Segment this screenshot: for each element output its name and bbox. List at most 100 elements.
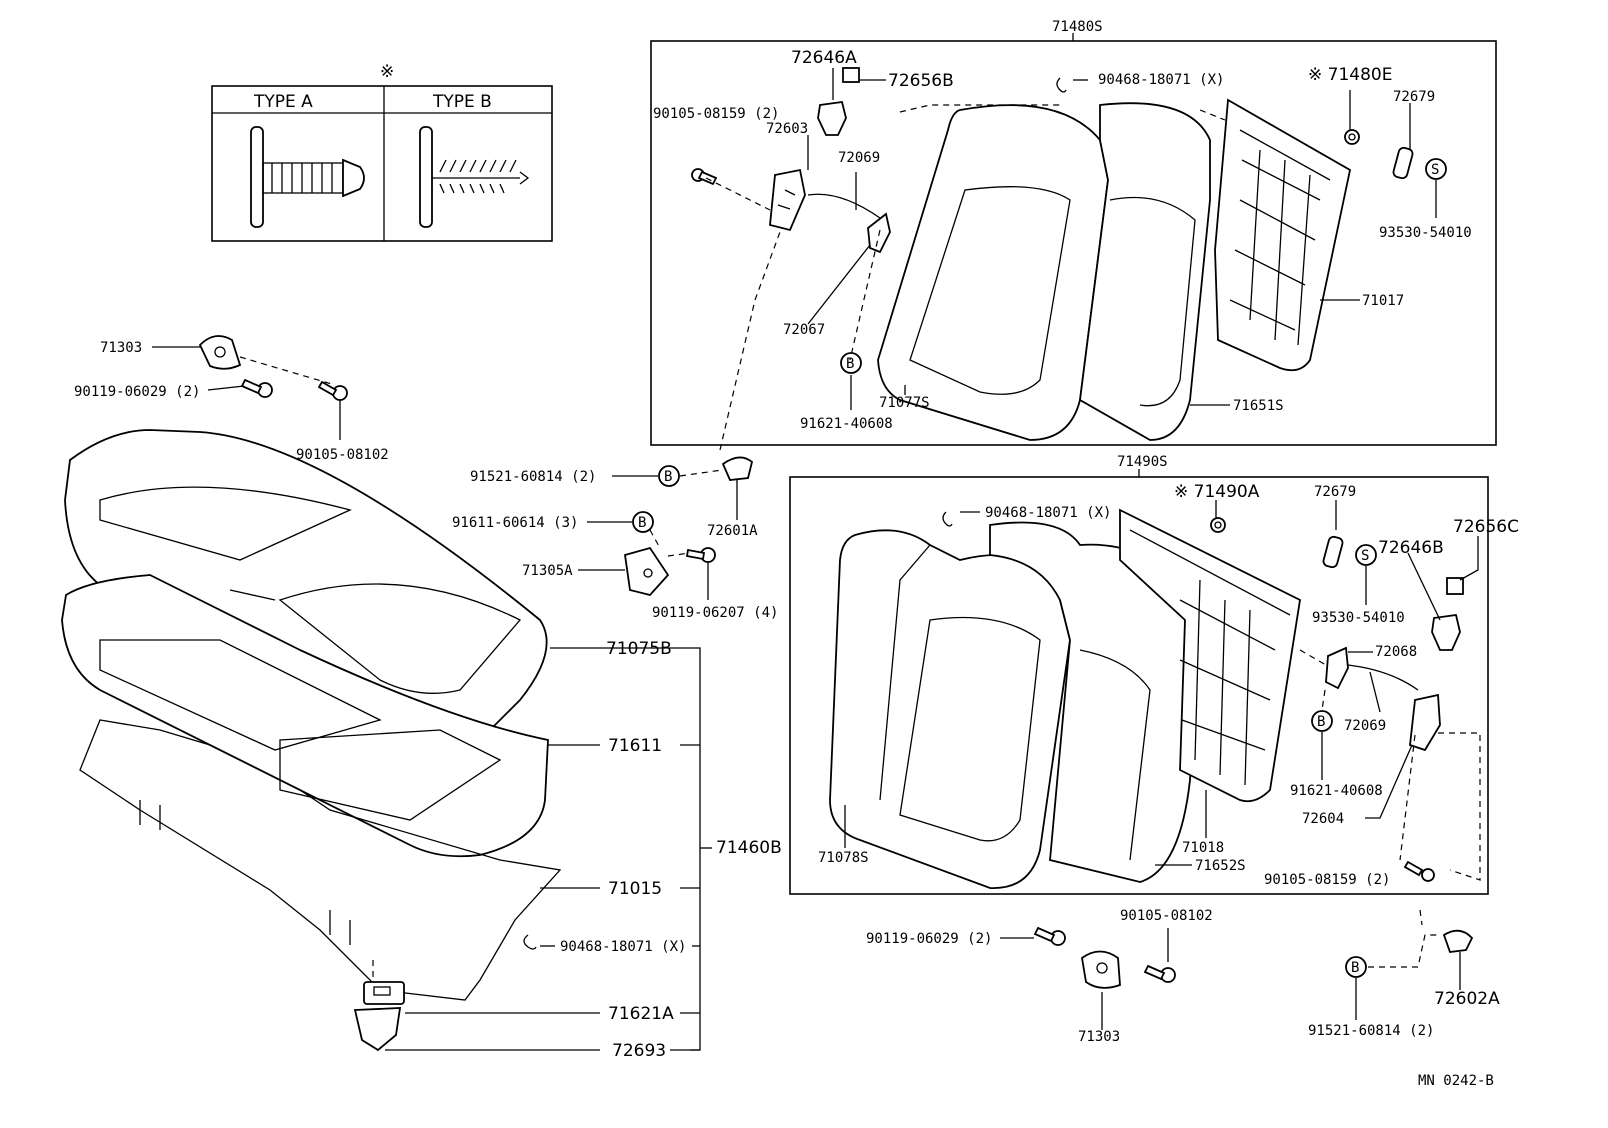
bolt-90119-06207 — [685, 547, 716, 563]
release-knob-72646B — [1431, 613, 1461, 651]
seat-pan-71015 — [79, 719, 562, 1001]
callout-72679-upper: 72679 — [1393, 89, 1435, 105]
seatback-cover-71078S — [829, 529, 1071, 889]
callout-90105-08159-lower: 90105-08159 (2) — [1264, 872, 1390, 888]
bracket-72601A — [721, 456, 754, 481]
seat-cushion-group: 71303 90119-06029 (2) 90105-08102 — [61, 231, 782, 1061]
bracket-71305A — [623, 546, 670, 597]
seatback-frame-71017 — [1214, 98, 1352, 372]
hinge-71303-left — [198, 335, 242, 370]
seatback-pad-71651S — [1079, 102, 1211, 441]
bolt-90105-08102-left — [317, 380, 348, 401]
callout-71303-left: 71303 — [100, 340, 142, 356]
callout-91621-lower: 91621-40608 — [1290, 783, 1383, 799]
clip-type-b-icon — [419, 126, 530, 228]
callout-91621-upper: 91621-40608 — [800, 416, 893, 432]
callout-93530-upper: 93530-54010 — [1379, 225, 1472, 241]
callout-71651S: 71651S — [1233, 398, 1284, 414]
callout-90119-06029-left: 90119-06029 (2) — [74, 384, 200, 400]
callout-72679-lower: 72679 — [1314, 484, 1356, 500]
clip-type-legend: ※ TYPE A TYPE B — [211, 62, 553, 242]
callout-71480E: ※ 71480E — [1308, 65, 1392, 85]
hog-ring-left — [523, 934, 537, 950]
callout-71018: 71018 — [1182, 840, 1224, 856]
callout-71621A: 71621A — [608, 1004, 674, 1024]
hog-ring-upper — [1056, 77, 1067, 93]
seatback-cover-71077S — [877, 104, 1109, 441]
escutcheon-72679-lower — [1322, 535, 1344, 569]
cable-72069-lower — [1347, 664, 1419, 691]
callout-71652S: 71652S — [1195, 858, 1246, 874]
group-label-71490S: 71490S — [1117, 454, 1168, 470]
seatback-pad-71652S — [989, 521, 1201, 883]
seatback-left-group: 71490S S B — [789, 454, 1519, 895]
callout-72068: 72068 — [1375, 644, 1417, 660]
svg-text:B: B — [664, 469, 672, 485]
callout-72656C: 72656C — [1453, 517, 1519, 537]
callout-72656B: 72656B — [888, 71, 954, 91]
hinge-71303-right — [1081, 950, 1121, 989]
svg-text:B: B — [846, 356, 854, 372]
clip-71480E — [1344, 129, 1360, 145]
b-symbol-cushion-1 — [658, 465, 680, 487]
latch-71621A — [363, 981, 405, 1005]
legend-mark: ※ — [380, 62, 394, 82]
callout-71611: 71611 — [608, 736, 662, 756]
clip-type-a-icon — [250, 126, 365, 228]
callout-90105-08102-left: 90105-08102 — [296, 447, 389, 463]
hinge-72603 — [769, 168, 806, 232]
svg-text:S: S — [1361, 548, 1369, 564]
callout-90105-08159-upper: 90105-08159 (2) — [653, 106, 779, 122]
callout-72601A: 72601A — [707, 523, 758, 539]
s-symbol-lower — [1355, 544, 1377, 566]
callout-90468-lower: 90468-18071 (X) — [985, 505, 1111, 521]
bolt-90119-06029-left — [240, 378, 273, 398]
callout-90105-08102-right: 90105-08102 — [1120, 908, 1213, 924]
clip-71490A — [1210, 517, 1226, 533]
legend-type-b: TYPE B — [432, 92, 492, 112]
knob-72656C — [1446, 577, 1464, 595]
callout-91521-left: 91521-60814 (2) — [470, 469, 596, 485]
callout-72069-lower: 72069 — [1344, 718, 1386, 734]
callout-72693: 72693 — [612, 1041, 666, 1061]
bolt-90105-08102-right — [1143, 964, 1176, 983]
callout-72603: 72603 — [766, 121, 808, 137]
bolt-90119-06029-right — [1033, 926, 1066, 946]
callout-71303-right: 71303 — [1078, 1029, 1120, 1045]
callout-91521-right: 91521-60814 (2) — [1308, 1023, 1434, 1039]
callout-71305A: 71305A — [522, 563, 573, 579]
callout-71077S: 71077S — [879, 395, 930, 411]
callout-72646B: 72646B — [1378, 538, 1444, 558]
callout-71015: 71015 — [608, 879, 662, 899]
diagram-code: MN 0242-B — [1418, 1073, 1494, 1089]
svg-text:B: B — [638, 515, 646, 531]
b-symbol-lower — [1311, 710, 1333, 732]
bracket-72602A — [1442, 929, 1474, 953]
callout-71490A: ※ 71490A — [1174, 482, 1260, 502]
callout-90119-06029-right: 90119-06029 (2) — [866, 931, 992, 947]
hinge-72604 — [1409, 693, 1441, 752]
callout-72067: 72067 — [783, 322, 825, 338]
svg-text:B: B — [1317, 714, 1325, 730]
bracket-72068 — [1325, 646, 1349, 690]
hog-ring-lower — [942, 511, 953, 527]
bolt-90105-08159-upper — [691, 168, 718, 186]
group-label-71480S: 71480S — [1052, 19, 1103, 35]
svg-text:S: S — [1431, 162, 1439, 178]
seatback-right-group: 71480S S — [650, 19, 1497, 446]
callout-72602A: 72602A — [1434, 989, 1500, 1009]
release-knob-72646A — [817, 67, 860, 136]
callout-71017: 71017 — [1362, 293, 1404, 309]
callout-71078S: 71078S — [818, 850, 869, 866]
bolt-90105-08159-lower — [1403, 860, 1435, 882]
callout-72646A: 72646A — [791, 48, 857, 68]
seatback-frame-71018 — [1119, 508, 1301, 803]
callout-90468-cushion: 90468-18071 (X) — [560, 939, 686, 955]
callout-93530-lower: 93530-54010 — [1312, 610, 1405, 626]
callout-72069-upper: 72069 — [838, 150, 880, 166]
cushion-pad-71611 — [61, 574, 549, 858]
escutcheon-72679-upper — [1392, 146, 1414, 180]
callout-90468-upper: 90468-18071 (X) — [1098, 72, 1224, 88]
legend-type-a: TYPE A — [253, 92, 313, 112]
